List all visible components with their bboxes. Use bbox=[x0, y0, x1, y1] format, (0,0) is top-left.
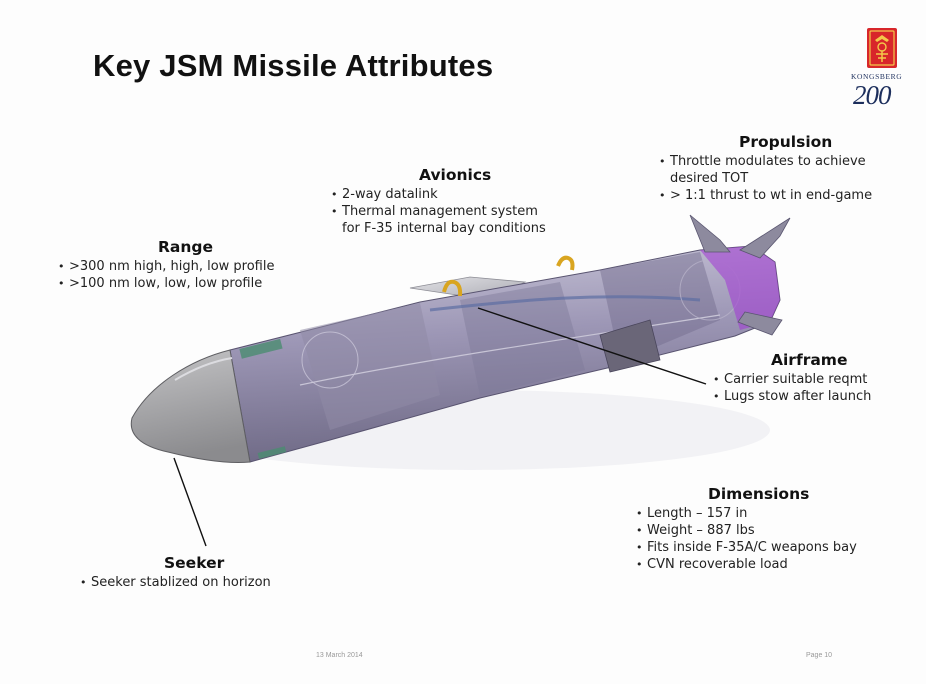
footer-page-number: Page 10 bbox=[806, 652, 833, 659]
missile-internal-ring bbox=[301, 331, 359, 389]
propulsion-item: > 1:1 thrust to wt in end-game bbox=[659, 187, 872, 204]
slide-title: Key JSM Missile Attributes bbox=[93, 48, 494, 83]
dimensions-item: Fits inside F-35A/C weapons bay bbox=[636, 539, 857, 556]
propulsion-section: Propulsion Throttle modulates to achieve… bbox=[659, 133, 872, 205]
avionics-item: Thermal management system bbox=[331, 203, 546, 220]
missile-nose-seeker bbox=[130, 349, 251, 463]
missile-tail-fin-upper bbox=[739, 217, 791, 259]
propulsion-item-continuation: desired TOT bbox=[670, 171, 749, 186]
seeker-heading: Seeker bbox=[164, 554, 225, 572]
airframe-item: Lugs stow after launch bbox=[713, 388, 871, 405]
range-section: Range >300 nm high, high, low profile >1… bbox=[58, 238, 274, 293]
missile-electronics bbox=[239, 338, 283, 359]
missile-electronics bbox=[257, 446, 287, 459]
dimensions-section: Dimensions Length – 157 in Weight – 887 … bbox=[636, 485, 857, 574]
missile-lug-icon bbox=[442, 279, 463, 297]
dimensions-item: CVN recoverable load bbox=[636, 556, 857, 573]
range-item: >100 nm low, low, low profile bbox=[58, 275, 274, 292]
airframe-section: Airframe Carrier suitable reqmt Lugs sto… bbox=[713, 351, 871, 406]
seeker-leader-line bbox=[173, 457, 207, 547]
dimensions-item: Length – 157 in bbox=[636, 505, 857, 522]
missile-engine-section bbox=[700, 246, 780, 330]
missile-internal-panel bbox=[300, 303, 440, 430]
missile-tail-fin-lower bbox=[737, 311, 783, 336]
airframe-item: Carrier suitable reqmt bbox=[713, 371, 871, 388]
range-heading: Range bbox=[158, 238, 214, 256]
airframe-leader-line bbox=[477, 307, 707, 385]
propulsion-heading: Propulsion bbox=[739, 133, 833, 151]
missile-internal-line bbox=[299, 314, 721, 386]
seeker-item: Seeker stablized on horizon bbox=[80, 574, 271, 591]
missile-air-inlet bbox=[599, 319, 661, 373]
missile-lug-icon bbox=[556, 255, 575, 271]
seeker-section: Seeker Seeker stablized on horizon bbox=[80, 554, 271, 592]
range-item: >300 nm high, high, low profile bbox=[58, 258, 274, 275]
propulsion-item: Throttle modulates to achieve bbox=[659, 153, 872, 170]
missile-nose-highlight bbox=[174, 357, 233, 381]
avionics-heading: Avionics bbox=[419, 166, 492, 184]
airframe-heading: Airframe bbox=[771, 351, 848, 369]
kongsberg-brand: KONGSBERG bbox=[851, 72, 903, 81]
missile-internal-panel bbox=[460, 282, 585, 396]
footer-date: 13 March 2014 bbox=[316, 652, 363, 659]
avionics-item: 2-way datalink bbox=[331, 186, 546, 203]
avionics-item-continuation: for F-35 internal bay conditions bbox=[342, 221, 546, 236]
kongsberg-crest-icon bbox=[867, 28, 897, 68]
dimensions-item: Weight – 887 lbs bbox=[636, 522, 857, 539]
kongsberg-year: 200 bbox=[853, 80, 891, 110]
dimensions-heading: Dimensions bbox=[708, 485, 810, 503]
avionics-section: Avionics 2-way datalink Thermal manageme… bbox=[331, 167, 546, 237]
missile-tail-fin-top bbox=[689, 214, 731, 253]
missile-datalink-tube bbox=[429, 295, 701, 312]
